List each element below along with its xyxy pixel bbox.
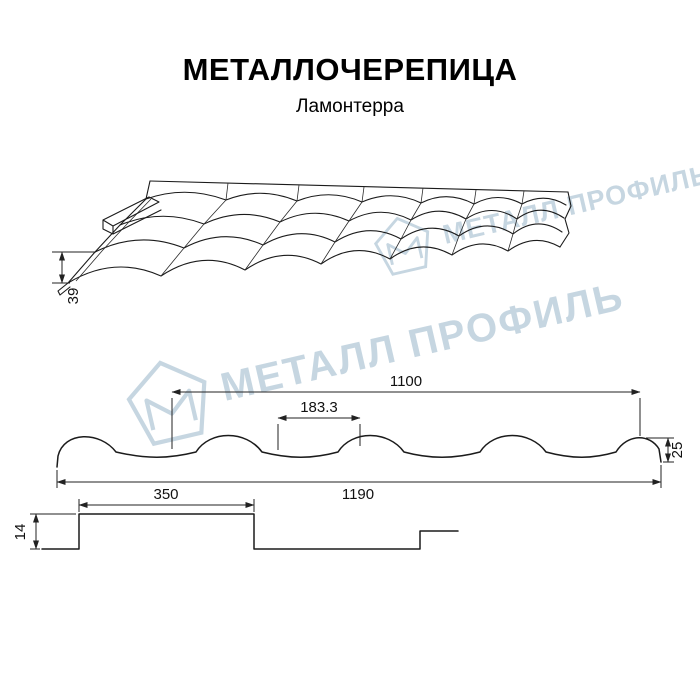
tile-row-4	[145, 191, 567, 206]
eaves-fold	[57, 282, 71, 296]
dim-label-wave-pitch: 183.3	[300, 399, 338, 416]
right-edge	[559, 191, 572, 248]
left-edge	[67, 180, 151, 284]
dimension-wave-height: 25	[646, 437, 686, 463]
dim-label-step-height: 14	[12, 524, 29, 541]
dimension-cover-width: 1100	[171, 373, 641, 449]
dimension-module-length: 350	[78, 486, 255, 512]
extension-lines	[277, 424, 361, 450]
perspective-view: 39	[52, 180, 572, 305]
dim-label-eaves-height: 39	[65, 288, 82, 305]
tile-row-3	[119, 209, 565, 226]
header: МЕТАЛЛОЧЕРЕПИЦА Ламонтерра	[0, 52, 700, 118]
dimension-eaves-height: 39	[52, 251, 96, 305]
dimension-total-width: 1190	[56, 465, 662, 503]
extension-lines	[171, 398, 641, 449]
extension-lines	[56, 465, 662, 488]
step-section: 350 14	[12, 486, 459, 550]
extension-lines	[30, 513, 76, 550]
dimension-wave-pitch: 183.3	[277, 399, 361, 450]
dim-label-cover-width: 1100	[390, 373, 422, 390]
ridge-batten	[102, 196, 162, 235]
dim-label-module-length: 350	[153, 486, 178, 503]
profile-section: 1100 183.3 25 1190	[56, 373, 686, 503]
page-title: МЕТАЛЛОЧЕРЕПИЦА	[182, 52, 518, 87]
extension-lines	[52, 251, 96, 284]
tile-row-2	[94, 223, 563, 253]
profile-curve	[56, 434, 662, 468]
tile-column-lines	[160, 182, 525, 277]
dim-label-wave-height: 25	[669, 442, 686, 459]
dimension-step-height: 14	[12, 513, 76, 550]
left-edge-inner	[75, 198, 152, 282]
tile-row-front	[67, 239, 561, 284]
page-subtitle: Ламонтерра	[296, 96, 404, 117]
dim-label-total-width: 1190	[342, 486, 374, 503]
step-profile-line	[41, 513, 459, 550]
ridge-edge	[149, 180, 569, 193]
